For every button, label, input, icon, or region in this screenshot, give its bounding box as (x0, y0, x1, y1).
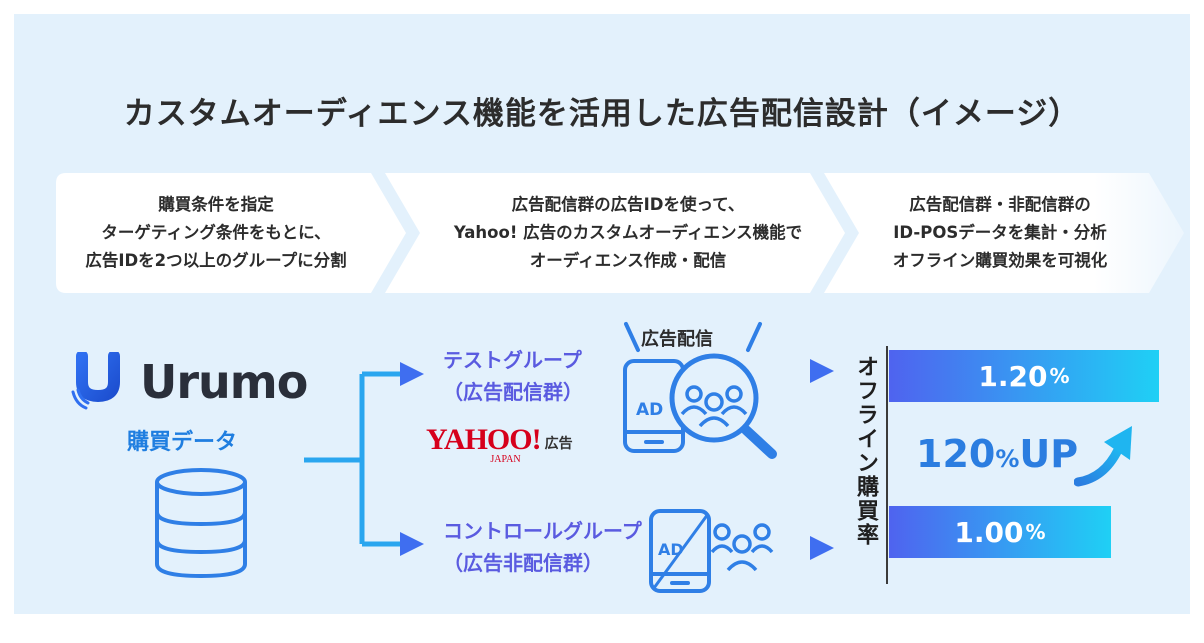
lift-label: 120 % UP (916, 432, 1078, 476)
test-group-line-2: （広告配信群） (443, 380, 583, 404)
step-1-line-2: ターゲティング条件をもとに、 (101, 223, 331, 242)
step-2-line-1: 広告配信群の広告IDを使って、 (511, 195, 745, 214)
step-3-shape (824, 173, 1184, 293)
step-1-line-3: 広告IDを2つ以上のグループに分割 (85, 251, 347, 270)
step-1: 購買条件を指定 ターゲティング条件をもとに、 広告IDを2つ以上のグループに分割 (56, 173, 406, 293)
test-ad-badge: AD (636, 400, 664, 420)
step-1-shape (56, 173, 406, 293)
urumo-logo: Urumo (70, 352, 308, 412)
database-icon (155, 468, 247, 579)
broadcast-rays-icon (624, 322, 762, 352)
yahoo-japan-logo: YAHOO! JAPAN 広告 (426, 425, 573, 465)
step-2-line-3: オーディエンス作成・配信 (529, 251, 727, 270)
step-1-line-1: 購買条件を指定 (158, 195, 274, 214)
ad-delivery-label: 広告配信 (641, 329, 713, 350)
control-group-label: コントロールグループ （広告非配信群） (443, 515, 642, 579)
control-result-value: 1.00 % (889, 509, 1111, 555)
metric-label-text: オフライン購買率 (853, 355, 878, 547)
tablet-crossed-icon (649, 509, 711, 593)
control-result-bar (889, 506, 1111, 558)
test-result-unit: % (1049, 364, 1070, 388)
control-group-line-2: （広告非配信群） (443, 551, 603, 575)
yahoo-japan-text: JAPAN (490, 454, 521, 465)
test-result-number: 1.20 (978, 359, 1048, 393)
step-2: 広告配信群の広告IDを使って、 Yahoo! 広告のカスタムオーディエンス機能で… (385, 173, 845, 293)
yahoo-logo-text: YAHOO! (426, 423, 542, 456)
yahoo-ad-suffix: 広告 (544, 436, 573, 452)
control-result-unit: % (1025, 520, 1046, 544)
urumo-u-icon (71, 352, 120, 410)
lift-number: 120 (916, 432, 996, 476)
metric-label-vertical: オフライン購買率 (850, 355, 880, 547)
step-3: 広告配信群・非配信群の ID-POSデータを集計・分析 オフライン購買効果を可視… (824, 173, 1184, 293)
control-ad-badge: AD (658, 540, 684, 559)
test-group-line-1: テストグループ (443, 348, 582, 372)
test-group-label: テストグループ （広告配信群） (443, 344, 583, 408)
purchase-data-label: 購買データ (127, 430, 238, 455)
step-3-line-2: ID-POSデータを集計・分析 (893, 223, 1107, 242)
lift-unit: % (995, 445, 1020, 473)
step-3-line-1: 広告配信群・非配信群の (909, 195, 1091, 214)
test-result-bar (889, 350, 1159, 402)
step-3-line-3: オフライン購買効果を可視化 (892, 251, 1108, 270)
control-group-line-1: コントロールグループ (443, 519, 642, 543)
up-arrow-icon (1074, 426, 1132, 487)
audience-search-icon (669, 353, 777, 459)
lift-suffix: UP (1019, 432, 1079, 476)
urumo-logo-text: Urumo (140, 355, 308, 409)
step-2-shape (385, 173, 845, 293)
step-2-line-2: Yahoo! 広告のカスタムオーディエンス機能で (453, 223, 803, 242)
test-result-value: 1.20 % (889, 353, 1159, 399)
page-title: カスタムオーディエンス機能を活用した広告配信設計（イメージ） (123, 96, 1081, 132)
control-result-number: 1.00 (954, 515, 1024, 549)
audience-people-icon (710, 523, 774, 572)
